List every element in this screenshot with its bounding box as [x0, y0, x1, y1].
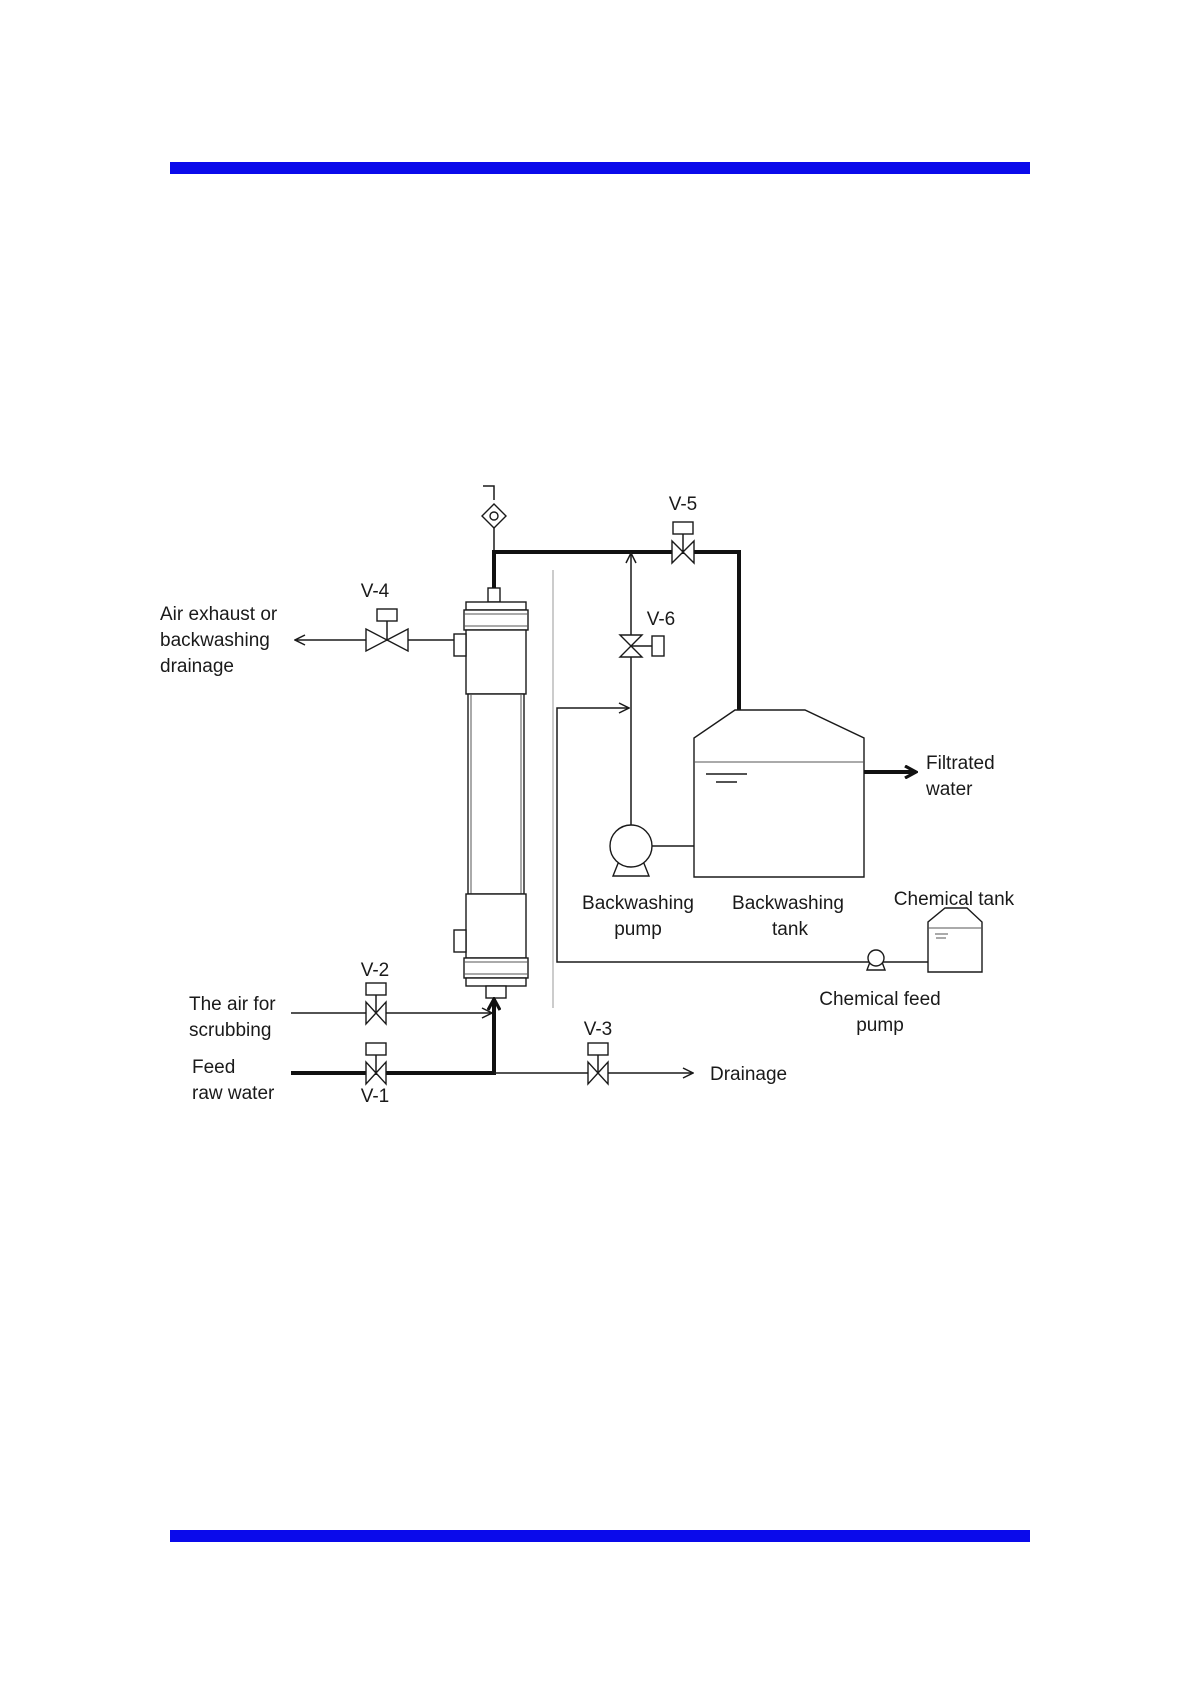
tank-icon [694, 710, 864, 877]
valve-label-v5: V-5 [669, 494, 698, 515]
valve-icon[interactable] [588, 1043, 608, 1084]
filtrated-label-1: Filtrated [926, 753, 995, 774]
scrubbing-label-2: scrubbing [189, 1020, 271, 1041]
air-exhaust-label-1: Air exhaust or [160, 604, 278, 625]
pump-icon[interactable] [610, 825, 652, 876]
membrane-module [454, 588, 528, 998]
air-vent-icon [482, 486, 506, 550]
air-exhaust-label-3: drainage [160, 656, 234, 677]
bw-pump-label-2: pump [614, 919, 662, 940]
valve-icon[interactable] [620, 635, 664, 657]
air-exhaust-label-2: backwashing [160, 630, 270, 651]
pump-icon[interactable] [867, 950, 885, 970]
valve-label-v3: V-3 [584, 1019, 613, 1040]
chem-tank-label: Chemical tank [894, 889, 1015, 910]
valve-icon[interactable] [366, 983, 386, 1024]
bw-tank-label-2: tank [772, 919, 808, 940]
chem-pump-label-2: pump [856, 1015, 904, 1036]
feed-label-1: Feed [192, 1057, 235, 1078]
filtrated-label-2: water [925, 779, 973, 800]
chem-pump-label-1: Chemical feed [819, 989, 940, 1010]
valve-label-v1: V-1 [361, 1086, 390, 1107]
valve-icon[interactable] [672, 522, 694, 563]
scrubbing-label-1: The air for [189, 994, 276, 1015]
valve-label-v4: V-4 [361, 581, 390, 602]
feed-label-2: raw water [192, 1083, 275, 1104]
tank-icon [928, 908, 982, 972]
valve-icon[interactable] [366, 1043, 386, 1084]
valve-label-v2: V-2 [361, 960, 390, 981]
bw-tank-label-1: Backwashing [732, 893, 844, 914]
drainage-label: Drainage [710, 1064, 787, 1085]
bw-pump-label-1: Backwashing [582, 893, 694, 914]
valve-icon[interactable] [366, 609, 408, 651]
valve-label-v6: V-6 [647, 609, 676, 630]
